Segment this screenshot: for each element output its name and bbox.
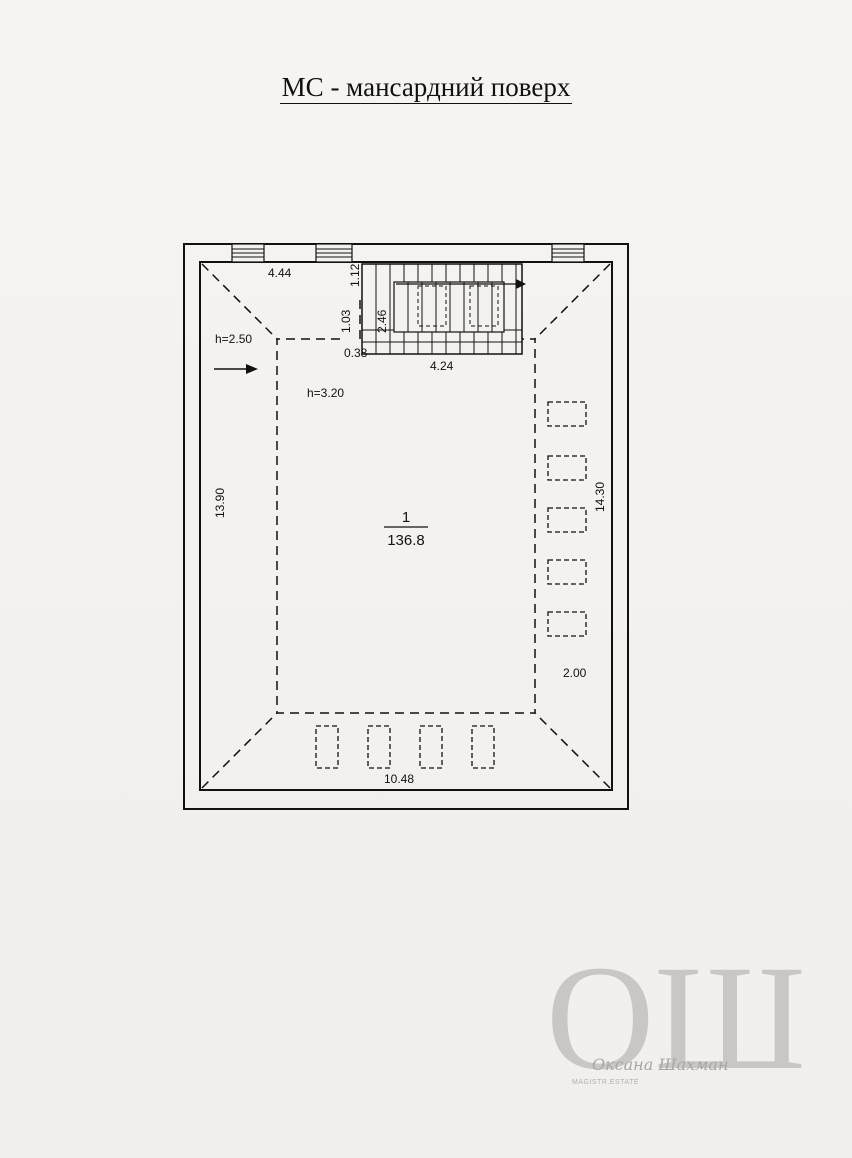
inner-wall (199, 261, 613, 791)
watermark-logo: ОШ Оксана Шахман MAGISTR.ESTATE (546, 935, 806, 1101)
floor-title: МС - мансардний поверх (0, 72, 852, 104)
window-top-left (231, 243, 265, 263)
room-number: 1 (402, 509, 410, 526)
window-top-middle (315, 243, 353, 263)
dim-bottom-width: 10.48 (384, 772, 414, 786)
dim-right-length: 14.30 (593, 482, 607, 512)
outer-wall (183, 243, 629, 810)
dim-stair-offset-2: 1.03 (339, 309, 353, 333)
room-area: 136.8 (387, 532, 425, 549)
dim-stair-gap: 0.38 (344, 346, 368, 360)
watermark-brand: MAGISTR.ESTATE (572, 1079, 639, 1086)
staircase (361, 263, 526, 355)
roof-lines (201, 263, 611, 789)
skylights-bottom (315, 725, 495, 769)
watermark-signature: Оксана Шахман (592, 1055, 729, 1074)
watermark-letters: ОШ (546, 935, 806, 1101)
eaves-height-label: h=2.50 (215, 332, 252, 346)
dim-side-offset: 2.00 (563, 666, 587, 680)
dim-stair-offset-1: 1.12 (348, 263, 362, 287)
dim-stair-height: 2.46 (375, 309, 389, 333)
dim-left-length: 13.90 (213, 488, 227, 518)
floor-title-text: МС - мансардний поверх (279, 72, 573, 104)
ridge-height-label: h=3.20 (307, 386, 344, 400)
entry-arrow (214, 364, 258, 374)
window-top-right (551, 243, 585, 263)
dim-stair-width: 4.24 (430, 359, 454, 373)
dim-top-left: 4.44 (268, 266, 292, 280)
skylights-right (547, 401, 587, 637)
